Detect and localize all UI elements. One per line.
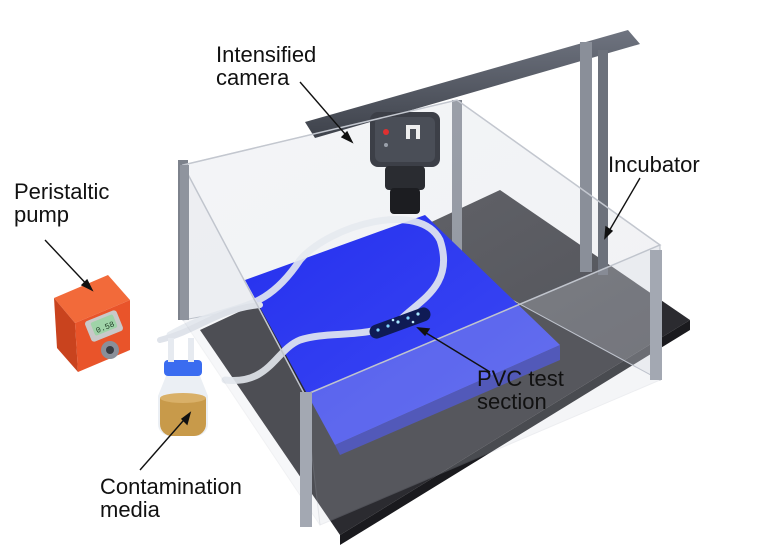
label-pvc-line2: section	[477, 390, 564, 413]
label-pvc-test-section: PVC test section	[477, 367, 564, 413]
front-post-left	[300, 392, 312, 527]
label-peristaltic-pump: Peristaltic pump	[14, 180, 109, 226]
label-pump-line2: pump	[14, 203, 109, 226]
label-incubator-line1: Incubator	[608, 153, 700, 176]
gantry-post-front	[598, 50, 608, 275]
label-media-line2: media	[100, 498, 242, 521]
label-camera-line1: Intensified	[216, 43, 316, 66]
label-incubator: Incubator	[608, 153, 700, 176]
gantry-post	[580, 42, 592, 272]
label-contamination-media: Contamination media	[100, 475, 242, 521]
label-intensified-camera: Intensified camera	[216, 43, 316, 89]
label-media-line1: Contamination	[100, 475, 242, 498]
label-pump-line1: Peristaltic	[14, 180, 109, 203]
front-post-right	[650, 250, 662, 380]
label-pvc-line1: PVC test	[477, 367, 564, 390]
label-camera-line2: camera	[216, 66, 316, 89]
corner-post-left	[180, 165, 189, 320]
